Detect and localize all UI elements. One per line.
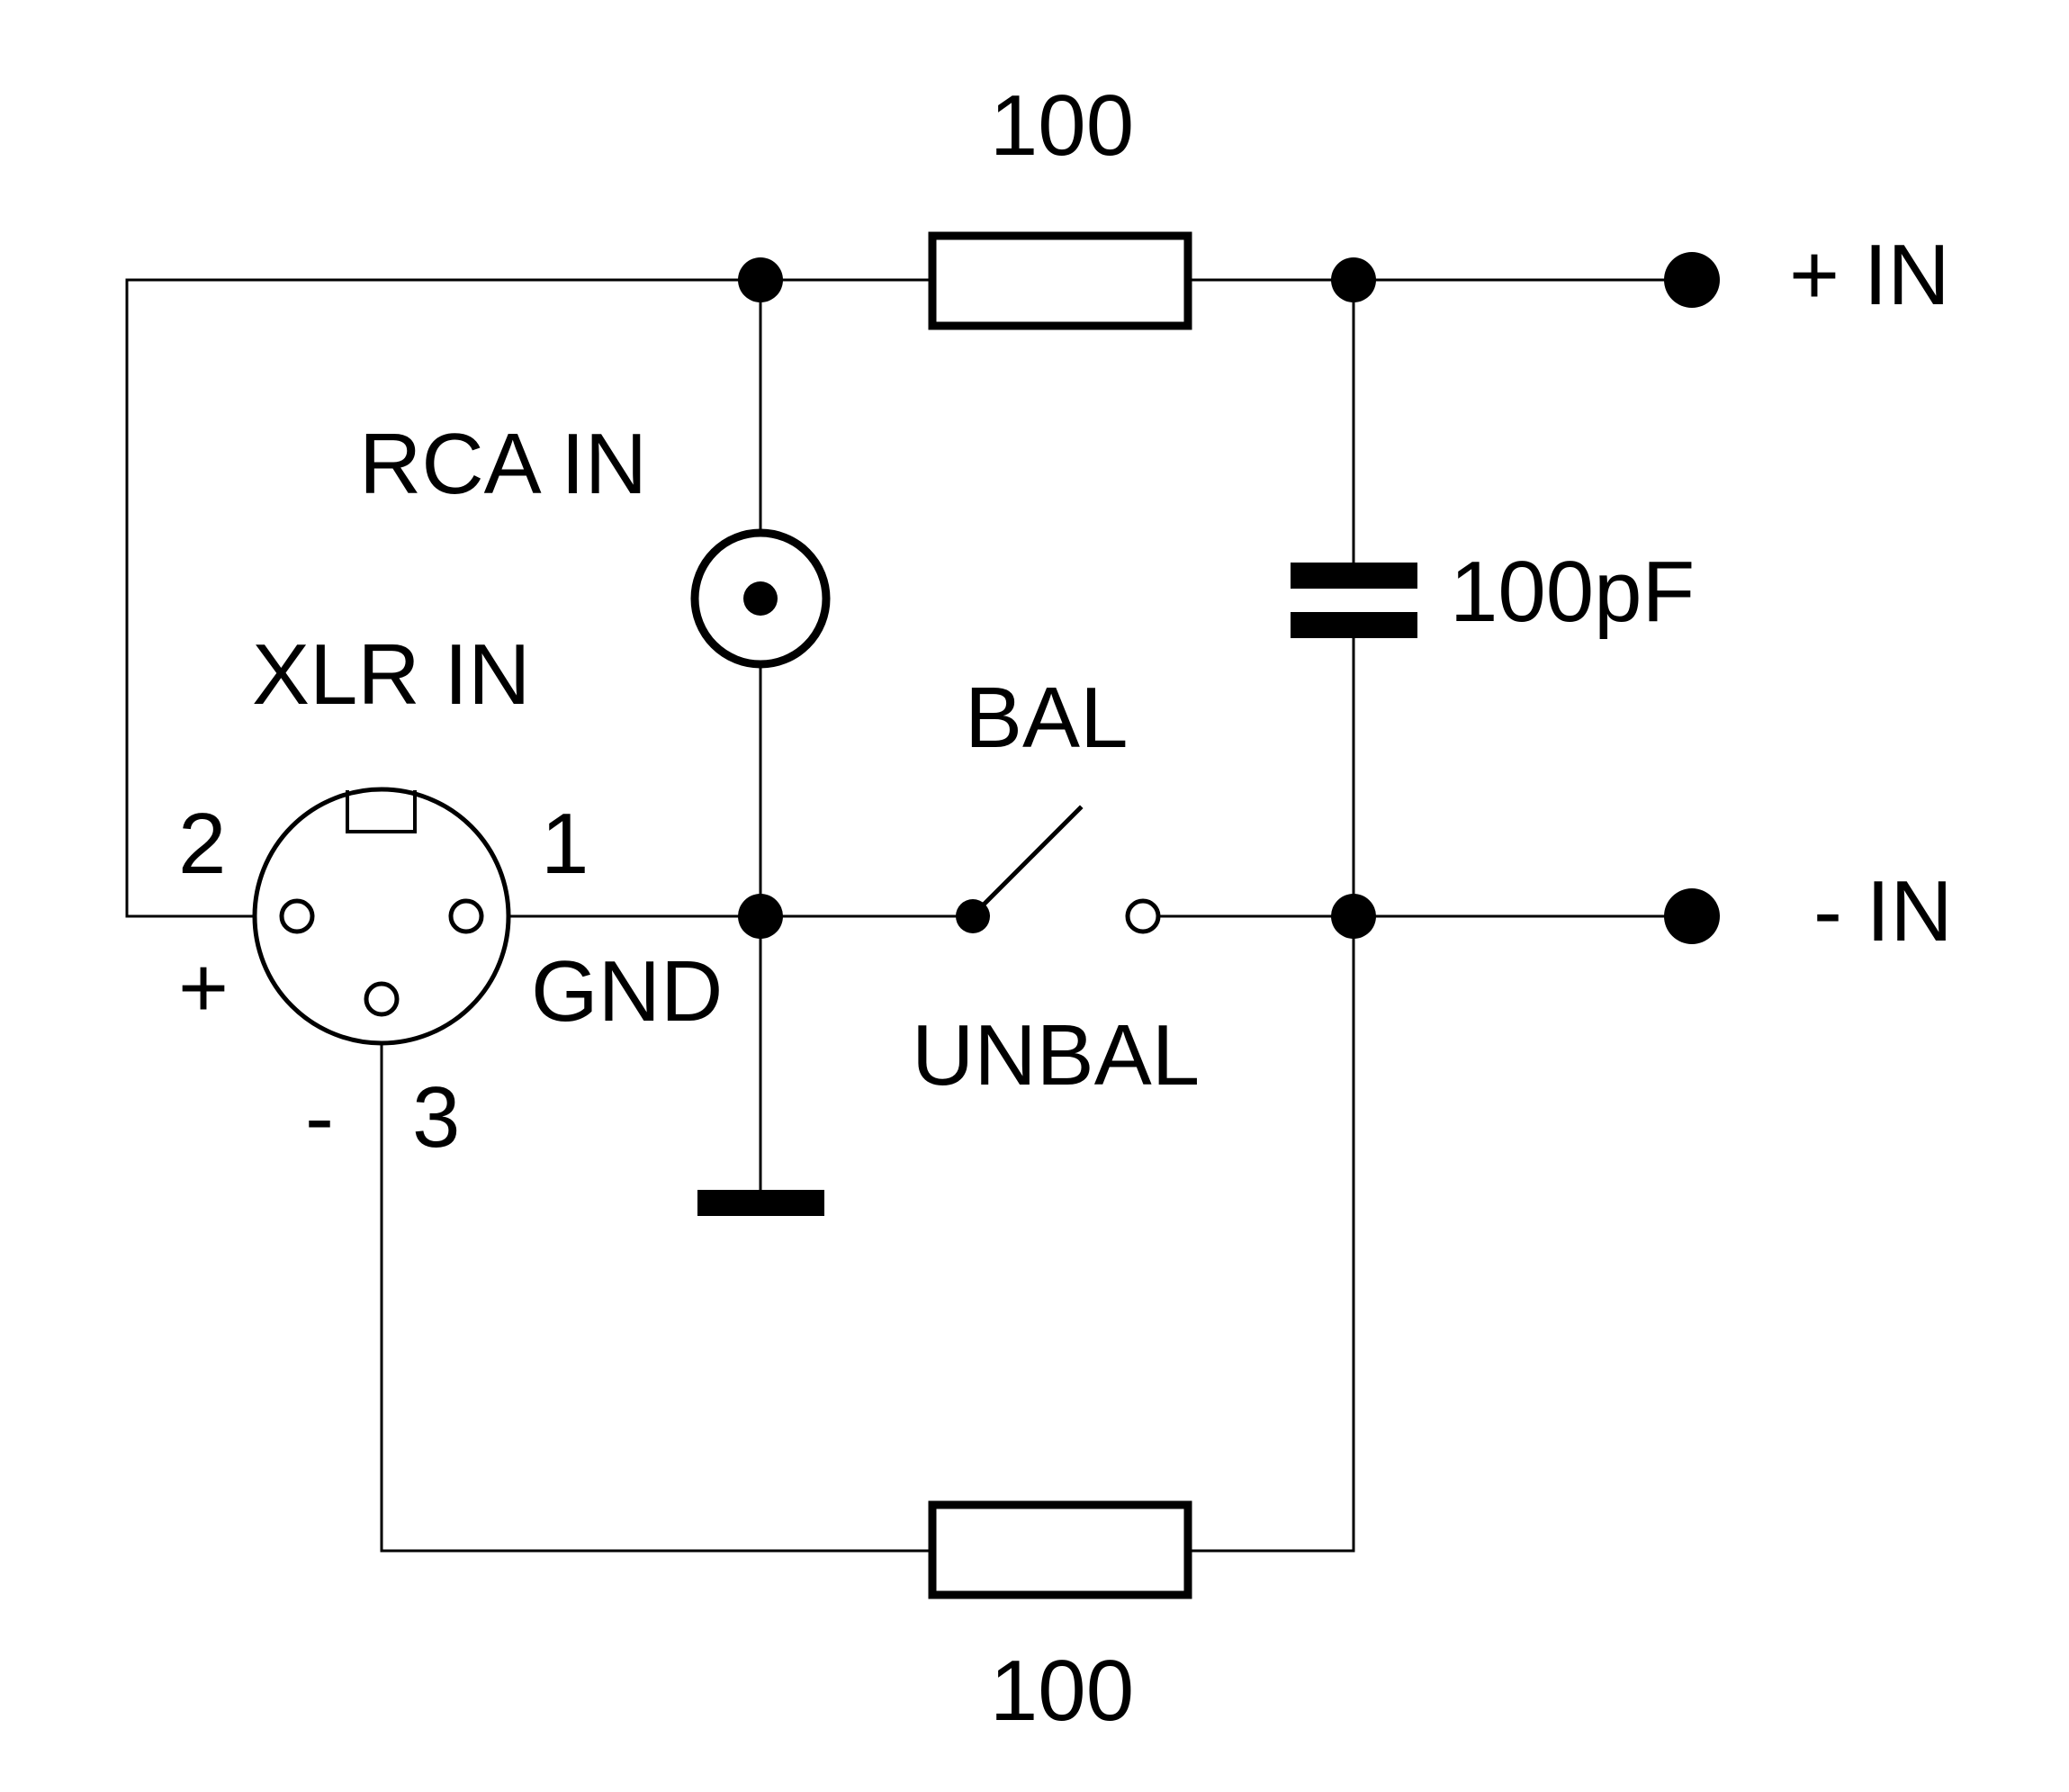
bal-label: BAL	[965, 670, 1128, 766]
junction-dot	[738, 894, 783, 939]
capacitor	[1291, 563, 1417, 638]
xlr-in-label: XLR IN	[252, 626, 530, 723]
xlr-pin2	[279, 898, 315, 934]
ground-symbol	[697, 1190, 824, 1216]
bal-unbal-switch	[956, 805, 1694, 934]
gnd-label: GND	[531, 943, 723, 1040]
resistor-top	[928, 231, 1192, 330]
pin2-label: 2	[178, 796, 226, 892]
minus-label: -	[305, 1069, 334, 1166]
junction-dot	[738, 257, 783, 302]
xlr-pin1	[448, 898, 484, 934]
pin3-label: 3	[412, 1069, 460, 1166]
junction-dots	[738, 257, 1376, 939]
rca-jack	[690, 528, 831, 669]
pin1-label: 1	[541, 796, 589, 892]
capacitor-label: 100pF	[1450, 544, 1695, 640]
xlr-connector	[252, 787, 511, 1046]
plus-label: +	[178, 940, 229, 1036]
pin3-wire	[380, 1023, 934, 1553]
cap-branch-wire	[1186, 278, 1355, 1553]
rca-in-label: RCA IN	[359, 416, 647, 512]
resistor-top-label: 100	[990, 77, 1134, 174]
minus-in-label: - IN	[1813, 863, 1953, 959]
junction-dot	[1331, 257, 1376, 302]
xlr-pin3	[364, 981, 400, 1017]
resistor-bottom-label: 100	[990, 1643, 1134, 1739]
resistor-bottom	[928, 1500, 1192, 1599]
plus-in-terminal	[1664, 252, 1720, 308]
minus-in-terminal	[1664, 888, 1720, 944]
plus-in-label: + IN	[1789, 227, 1950, 323]
junction-dot	[1331, 894, 1376, 939]
unbal-label: UNBAL	[912, 1007, 1200, 1103]
